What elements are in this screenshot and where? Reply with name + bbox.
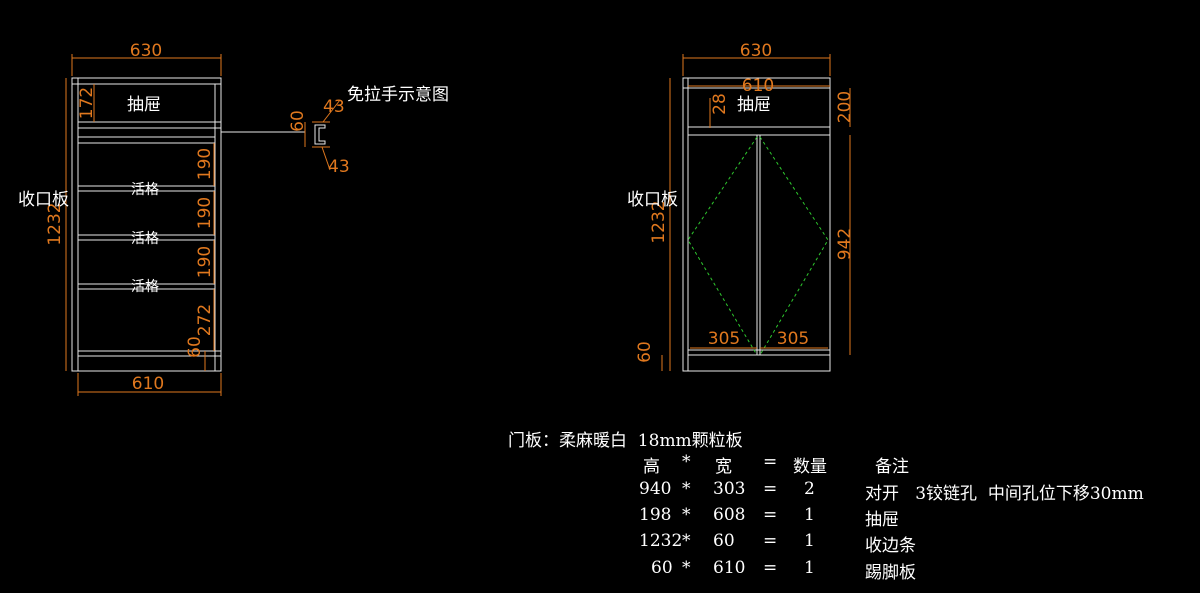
header-equals: = — [763, 452, 778, 472]
row-quantity: 1 — [804, 505, 815, 525]
row-equals: = — [763, 479, 778, 499]
left-door-swing — [687, 136, 758, 356]
left-dim-top: 630 — [130, 41, 162, 61]
right-cabinet-view — [661, 54, 851, 372]
row-equals: = — [763, 505, 778, 525]
left-dim-drawer: 172 — [77, 87, 97, 119]
row-times: * — [682, 479, 691, 499]
left-label-drawer: 抽屉 — [127, 95, 161, 115]
header-times: * — [682, 452, 691, 472]
left-dim-bottom: 610 — [132, 374, 164, 394]
left-cabinet-view — [65, 54, 341, 396]
row-equals: = — [763, 531, 778, 551]
row-quantity: 2 — [804, 479, 815, 499]
left-label-shelf-1: 活格 — [131, 182, 159, 198]
right-dim-door-right: 305 — [777, 329, 809, 349]
row-remark: 对开 3铰链孔 中间孔位下移30mm — [865, 484, 1144, 504]
left-dim-shelf-3: 190 — [195, 246, 215, 278]
right-cabinet-outline — [682, 77, 831, 372]
left-dim-height: 1232 — [45, 202, 65, 245]
right-dim-kick: 60 — [635, 341, 655, 363]
left-dim-bottom-space: 272 — [195, 304, 215, 336]
handle-dim-b: 60 — [288, 110, 308, 132]
row-quantity: 1 — [804, 558, 815, 578]
row-width: 608 — [713, 505, 746, 525]
row-width: 610 — [713, 558, 746, 578]
row-times: * — [682, 531, 691, 551]
material-note: 门板：柔麻暖白 18mm颗粒板 — [508, 431, 743, 451]
right-label-drawer: 抽屉 — [737, 95, 771, 115]
left-label-trim: 收口板 — [18, 190, 69, 210]
header-height: 高 — [643, 457, 660, 477]
row-times: * — [682, 558, 691, 578]
row-width: 303 — [713, 479, 746, 499]
row-height: 1232 — [639, 531, 683, 551]
right-dim-top-outer: 630 — [740, 41, 772, 61]
right-dim-height: 1232 — [649, 200, 669, 243]
header-quantity: 数量 — [793, 457, 827, 477]
handle-profile — [314, 124, 326, 145]
right-dim-drawer-gap: 28 — [710, 93, 730, 115]
right-dim-door: 942 — [835, 228, 855, 260]
row-times: * — [682, 505, 691, 525]
left-label-shelf-3: 活格 — [131, 279, 159, 295]
right-dim-drawer: 200 — [835, 91, 855, 123]
handle-dim-c: 43 — [328, 157, 350, 177]
header-width: 宽 — [715, 457, 732, 477]
handle-dim-line — [321, 146, 331, 171]
right-dim-top-inner: 610 — [742, 76, 774, 96]
row-remark: 踢脚板 — [865, 563, 916, 583]
header-remark: 备注 — [875, 457, 909, 477]
handle-title: 免拉手示意图 — [347, 85, 449, 105]
left-cabinet-outline — [71, 77, 222, 372]
row-remark: 收边条 — [865, 536, 916, 556]
handle-dim-a: 43 — [323, 97, 345, 117]
row-quantity: 1 — [804, 531, 815, 551]
row-width: 60 — [713, 531, 735, 551]
left-dim-kick: 60 — [185, 336, 205, 358]
left-dim-shelf-1: 190 — [195, 148, 215, 180]
row-remark: 抽屉 — [865, 510, 899, 530]
row-height: 940 — [639, 479, 672, 499]
row-height: 198 — [639, 505, 672, 525]
right-dim-door-left: 305 — [708, 329, 740, 349]
left-dim-shelf-2: 190 — [195, 197, 215, 229]
right-door-swing — [759, 136, 829, 356]
left-label-shelf-2: 活格 — [131, 231, 159, 247]
row-height: 60 — [651, 558, 673, 578]
handle-dim-line — [322, 99, 341, 123]
right-label-trim: 收口板 — [627, 190, 678, 210]
row-equals: = — [763, 558, 778, 578]
